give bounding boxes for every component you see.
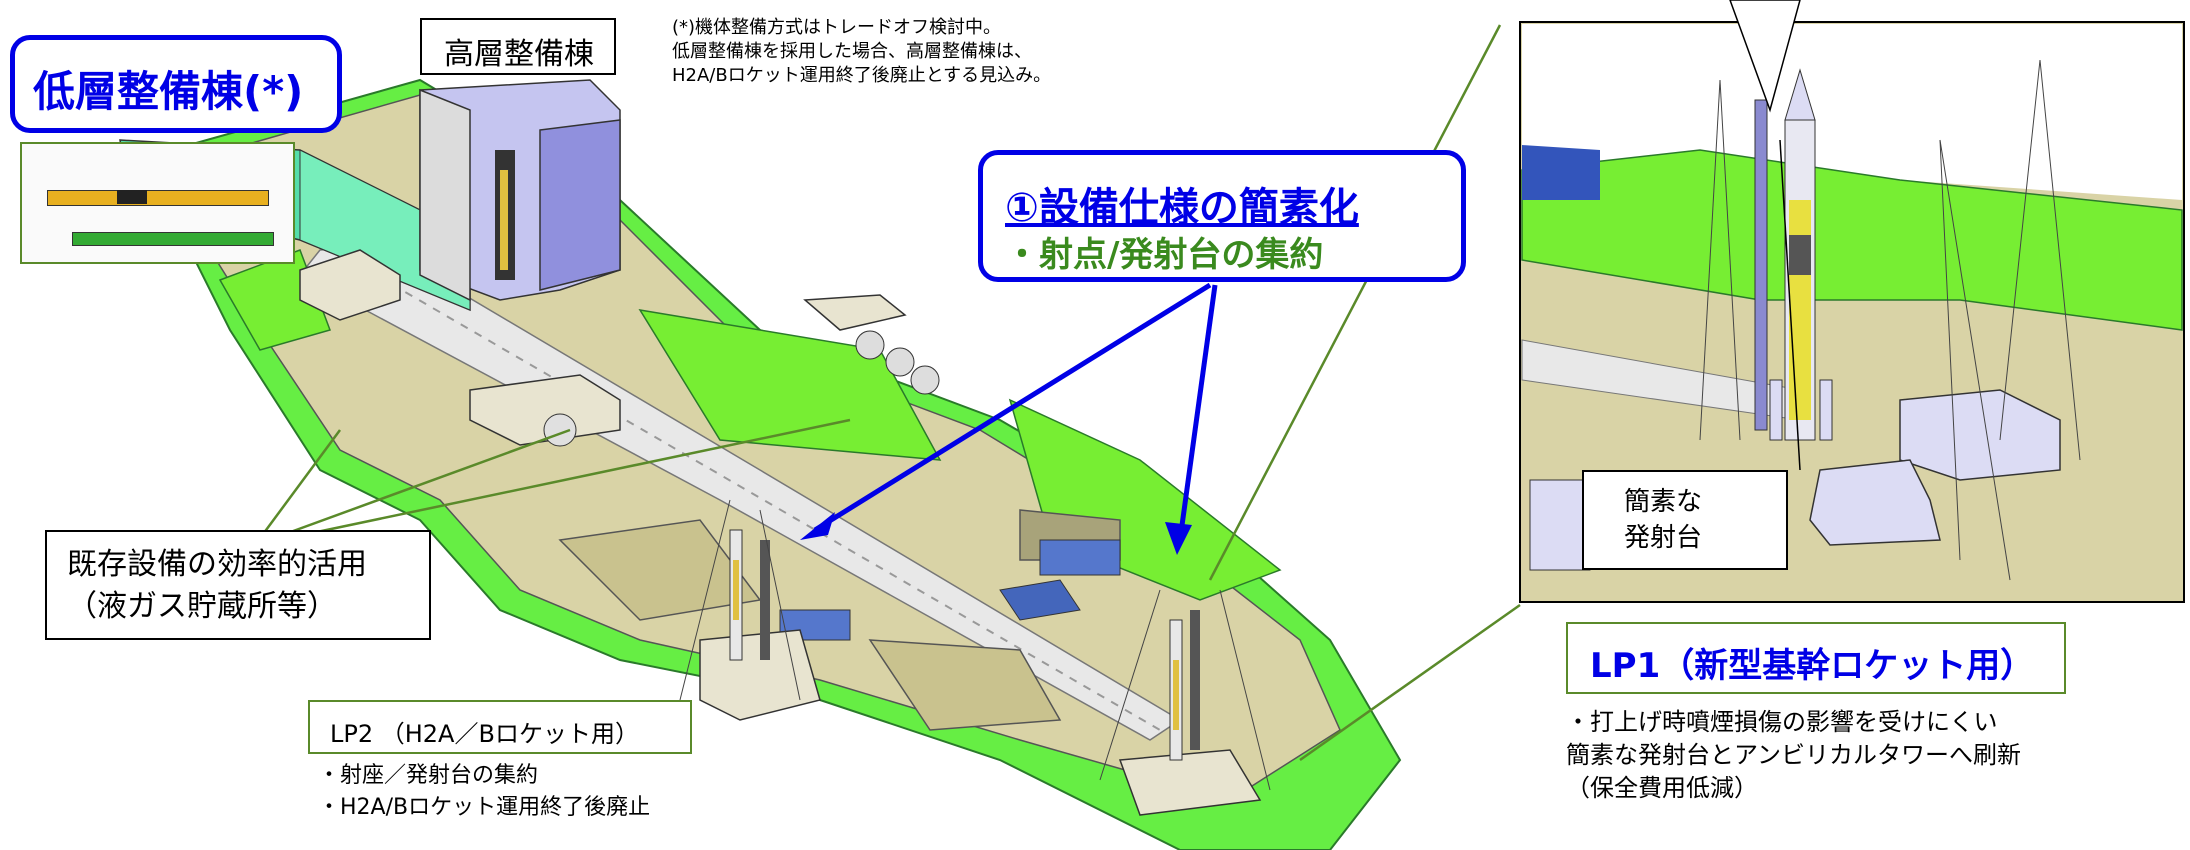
leader-lines (253, 24, 1521, 762)
rocket-thumbnail-band (117, 190, 147, 204)
lp2-label-box: LP2 （H2A／Bロケット用） (308, 700, 692, 754)
simple-pad-label-box: 簡素な 発射台 (1582, 470, 1788, 570)
existing-facilities-box: 既存設備の効率的活用 （液ガス貯蔵所等） (45, 530, 431, 640)
lp1-title: LP1（新型基幹ロケット用） (1590, 646, 2035, 686)
lp2-notes: ・射座／発射台の集約 ・H2A/Bロケット運用終了後廃止 (318, 763, 651, 820)
simple-pad-label: 簡素な 発射台 (1624, 487, 1703, 553)
rocket-thumbnail-body (47, 190, 269, 206)
lp1-pad (1099, 589, 1271, 816)
high-maintenance-label: 高層整備棟 (444, 37, 594, 72)
lp2-title: LP2 （H2A／Bロケット用） (330, 720, 639, 748)
rocket-thumbnail-platform (72, 232, 274, 246)
focus-subtitle: ・射点/発射台の集約 (1005, 235, 1324, 275)
high-maintenance-label-box: 高層整備棟 (420, 18, 616, 75)
high-maintenance-building (419, 79, 621, 302)
low-maintenance-label: 低層整備棟(*) (33, 67, 304, 116)
lp2-pad (679, 499, 821, 721)
low-maintenance-label-box: 低層整備棟(*) (10, 35, 342, 133)
maintenance-note: (*)機体整備方式はトレードオフ検討中。 低層整備棟を採用した場合、高層整備棟は… (672, 17, 1052, 86)
rocket-thumbnail (20, 142, 295, 264)
existing-facilities-label: 既存設備の効率的活用 （液ガス貯蔵所等） (67, 547, 367, 624)
focus-arrows (800, 282, 1218, 555)
lp1-label-box: LP1（新型基幹ロケット用） (1566, 622, 2066, 694)
focus-title: ①設備仕様の簡素化 (1005, 185, 1359, 231)
lp1-notes: ・打上げ時噴煙損傷の影響を受けにくい 簡素な発射台とアンビリカルタワーへ刷新 （… (1566, 708, 2022, 802)
focus-callout: ①設備仕様の簡素化 ・射点/発射台の集約 (978, 150, 1466, 282)
